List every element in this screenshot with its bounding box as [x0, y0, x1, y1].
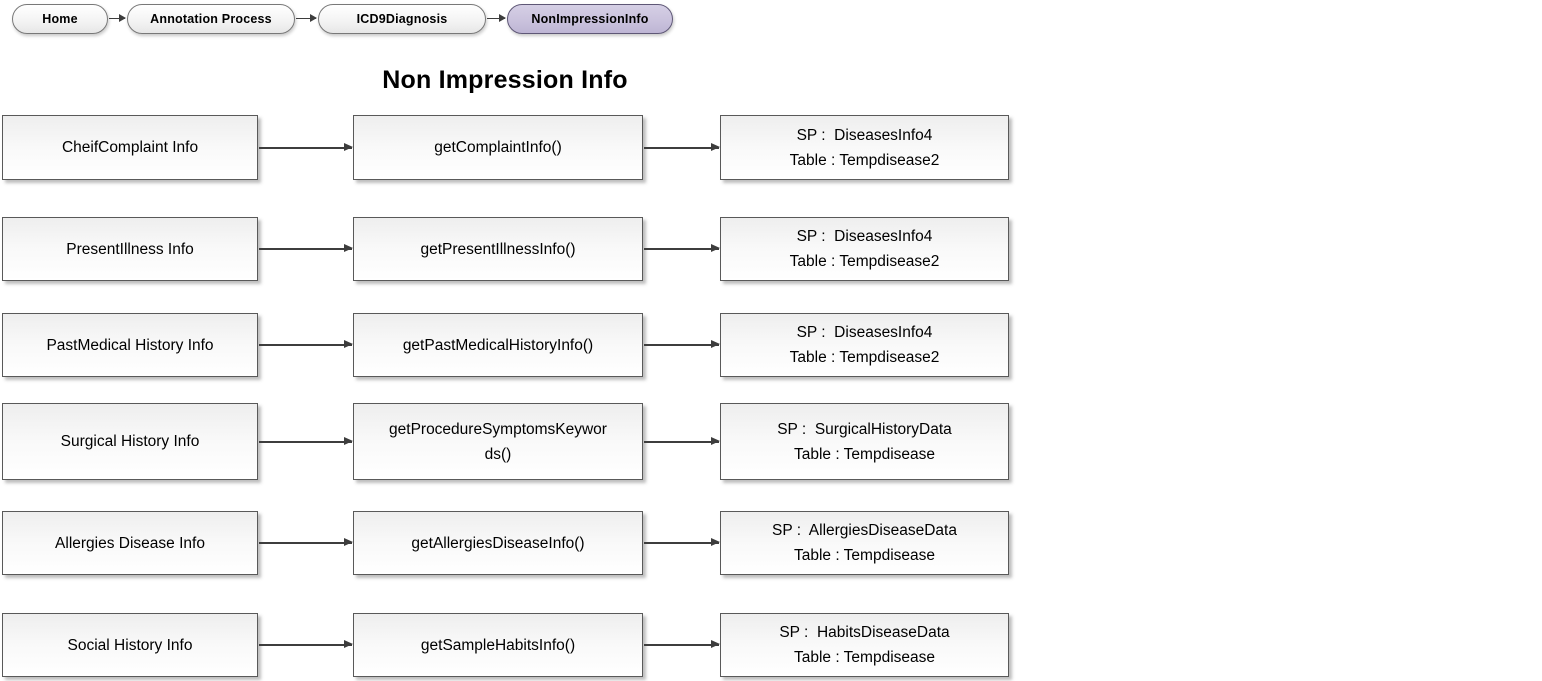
flow-arrow-icon [259, 244, 353, 251]
table-label: Table : Tempdisease [793, 547, 936, 564]
table-label: Table : Tempdisease2 [789, 253, 940, 270]
breadcrumb-arrow-icon [109, 12, 126, 25]
source-box: PresentIllness Info [2, 217, 258, 281]
source-box: Social History Info [2, 613, 258, 677]
method-box: getSampleHabitsInfo() [353, 613, 643, 677]
flow-arrow-icon [259, 640, 353, 647]
source-box: Surgical History Info [2, 403, 258, 480]
flow-arrow-icon [259, 143, 353, 150]
breadcrumb-item-icd9diagnosis[interactable]: ICD9Diagnosis [318, 4, 486, 34]
flow-arrow-icon [644, 340, 720, 347]
sp-table-box: SP : DiseasesInfo4 Table : Tempdisease2 [720, 115, 1009, 180]
method-label: getPastMedicalHistoryInfo() [402, 336, 594, 354]
flow-arrow-icon [259, 538, 353, 545]
breadcrumb-arrow-icon [487, 12, 506, 25]
sp-label: SP : SurgicalHistoryData [777, 420, 952, 438]
breadcrumb-arrow-icon [296, 12, 317, 25]
sp-table-box: SP : HabitsDiseaseData Table : Tempdisea… [720, 613, 1009, 677]
method-label: getComplaintInfo() [434, 139, 562, 156]
breadcrumb-item-nonimpressioninfo[interactable]: NonImpressionInfo [507, 4, 673, 34]
sp-label: SP : DiseasesInfo4 [796, 126, 933, 144]
flow-arrow-icon [644, 437, 720, 444]
sp-table-box: SP : SurgicalHistoryData Table : Tempdis… [720, 403, 1009, 480]
sp-table-box: SP : DiseasesInfo4 Table : Tempdisease2 [720, 217, 1009, 281]
method-label: getProcedureSymptomsKeywords() [389, 420, 607, 463]
sp-table-box: SP : AllergiesDiseaseData Table : Tempdi… [720, 511, 1009, 575]
method-box: getComplaintInfo() [353, 115, 643, 180]
table-label: Table : Tempdisease [793, 445, 936, 463]
sp-label: SP : HabitsDiseaseData [779, 624, 950, 641]
page-title: Non Impression Info [382, 66, 628, 94]
flow-arrow-icon [259, 437, 353, 444]
method-box: getPresentIllnessInfo() [353, 217, 643, 281]
sp-label: SP : DiseasesInfo4 [796, 228, 933, 245]
flow-arrow-icon [644, 143, 720, 150]
flow-arrow-icon [644, 640, 720, 647]
method-label: getAllergiesDiseaseInfo() [411, 534, 585, 552]
method-box: getAllergiesDiseaseInfo() [353, 511, 643, 575]
table-label: Table : Tempdisease [793, 649, 936, 666]
method-label: getSampleHabitsInfo() [420, 636, 576, 654]
source-box: Allergies Disease Info [2, 511, 258, 575]
flow-arrow-icon [644, 244, 720, 251]
sp-label: SP : DiseasesInfo4 [796, 324, 933, 341]
table-label: Table : Tempdisease2 [789, 151, 940, 169]
flow-arrow-icon [259, 340, 353, 347]
method-label: getPresentIllnessInfo() [420, 240, 576, 258]
flow-arrow-icon [644, 538, 720, 545]
method-box: getProcedureSymptomsKeywords() [353, 403, 643, 480]
source-box: PastMedical History Info [2, 313, 258, 377]
method-box: getPastMedicalHistoryInfo() [353, 313, 643, 377]
breadcrumb-item-annotation-process[interactable]: Annotation Process [127, 4, 295, 34]
table-label: Table : Tempdisease2 [789, 349, 940, 366]
sp-label: SP : AllergiesDiseaseData [772, 522, 957, 539]
sp-table-box: SP : DiseasesInfo4 Table : Tempdisease2 [720, 313, 1009, 377]
source-box: CheifComplaint Info [2, 115, 258, 180]
breadcrumb-item-home[interactable]: Home [12, 4, 108, 34]
